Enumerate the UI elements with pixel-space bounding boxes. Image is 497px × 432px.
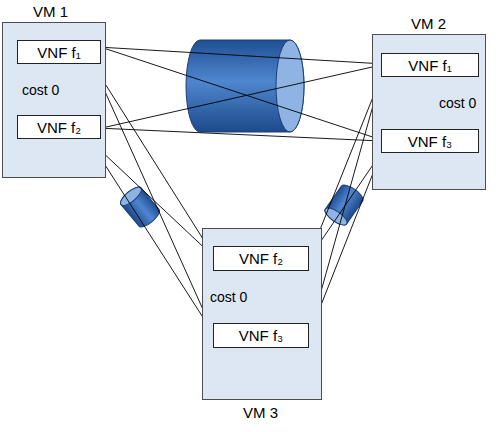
cost-label: cost 0 — [437, 95, 478, 111]
vnf-box: VNF f₂ — [213, 246, 309, 271]
vm-heading: VM 1 — [33, 3, 68, 20]
connector-line — [101, 65, 381, 128]
vm-heading: VM 3 — [243, 404, 278, 421]
cost-label: cost 0 — [20, 82, 61, 98]
vnf-label: VNF f₃ — [408, 133, 452, 150]
vnf-label: VNF f₂ — [239, 250, 283, 267]
cost-label: cost 0 — [208, 289, 249, 305]
connector-line — [93, 64, 213, 332]
vnf-box: VNF f₃ — [213, 323, 309, 348]
vm-box: VM 1VNF f₁VNF f₂ — [2, 22, 106, 178]
vm-box: VM 3VNF f₂VNF f₃ — [202, 228, 322, 400]
pipe-cylinder — [322, 182, 365, 228]
connector-line — [101, 47, 381, 140]
pipe-cylinder — [118, 184, 162, 230]
connector-line — [88, 139, 213, 256]
vnf-label: VNF f₁ — [37, 44, 80, 61]
vnf-box: VNF f₃ — [381, 129, 479, 153]
vnf-box: VNF f₁ — [381, 53, 479, 77]
vnf-box: VNF f₂ — [17, 115, 101, 139]
vnf-label: VNF f₃ — [239, 327, 283, 344]
connector-line — [101, 128, 381, 141]
vm-heading: VM 2 — [411, 15, 446, 32]
vm-box: VM 2VNF f₁VNF f₃ — [372, 34, 486, 190]
vnf-label: VNF f₂ — [37, 119, 81, 136]
vnf-box: VNF f₁ — [17, 40, 101, 64]
vnf-label: VNF f₁ — [408, 57, 451, 74]
connector-line — [88, 139, 213, 333]
